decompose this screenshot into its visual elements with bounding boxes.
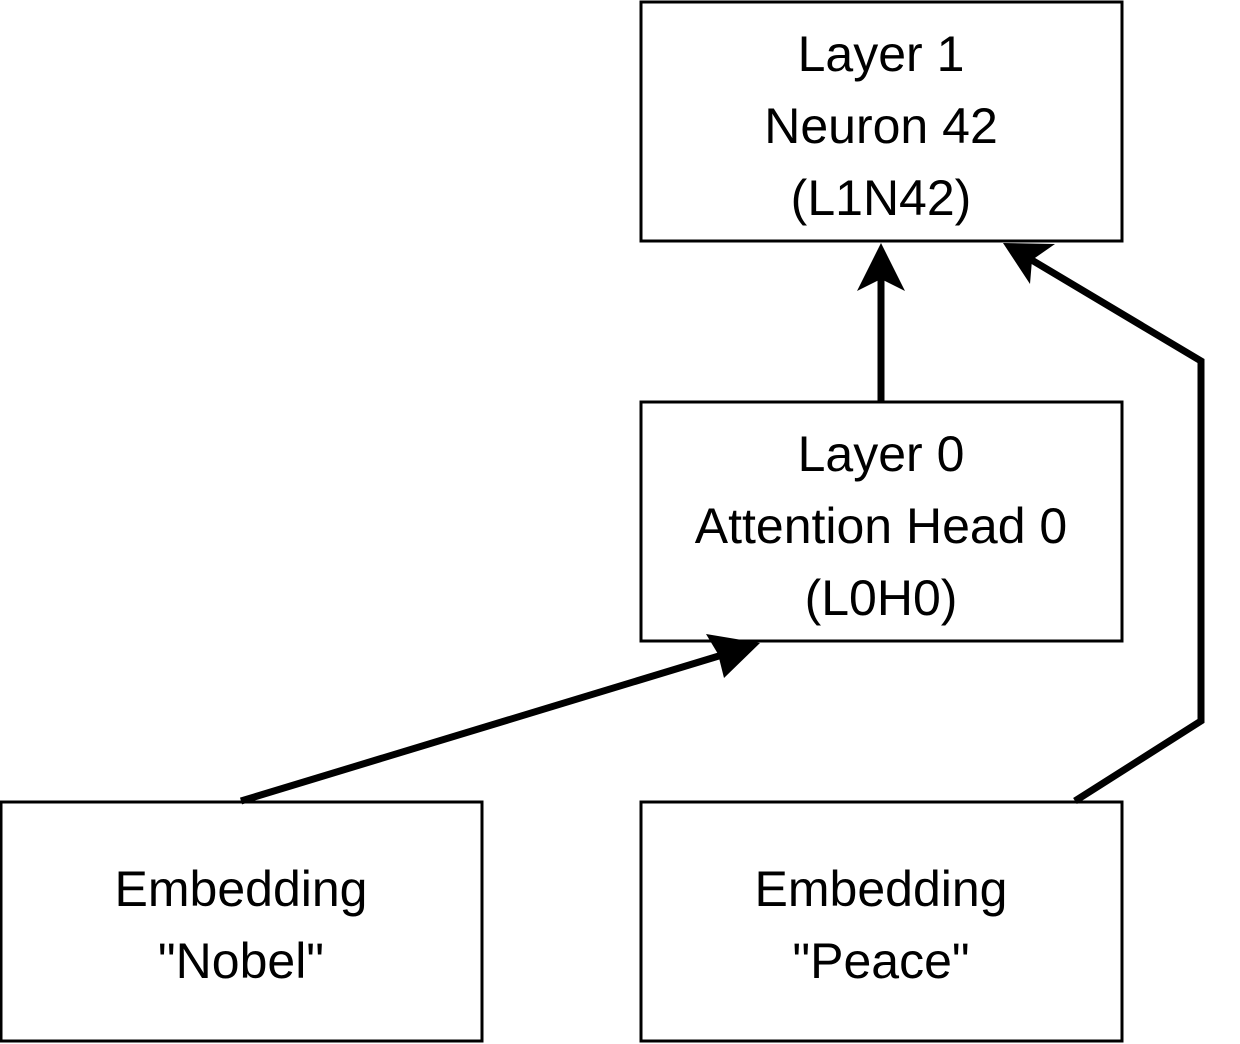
node-l1n42-box <box>639 0 1124 243</box>
node-embed-nobel-box <box>0 800 484 1043</box>
node-l1n42-line2: Neuron 42 <box>764 98 998 154</box>
node-l1n42-line3: (L1N42) <box>791 170 972 226</box>
node-embed-peace-box <box>639 800 1124 1043</box>
node-l1n42: Layer 1 Neuron 42 (L1N42) <box>639 0 1124 243</box>
edge-nobel-to-l0h0-line <box>239 648 734 805</box>
edge-peace-to-l1n42-arrowhead <box>1003 243 1055 284</box>
edge-peace-to-l1n42 <box>1003 243 1205 804</box>
edge-nobel-to-l0h0 <box>239 634 760 805</box>
node-l0h0-line3: (L0H0) <box>805 570 958 626</box>
edge-l0h0-to-l1n42 <box>857 243 905 401</box>
node-embed-nobel: Embedding "Nobel" <box>0 800 484 1043</box>
node-embed-nobel-line1: Embedding <box>115 861 368 917</box>
node-l0h0-box <box>639 400 1124 643</box>
node-l0h0: Layer 0 Attention Head 0 (L0H0) <box>639 400 1124 643</box>
edge-l0h0-to-l1n42-arrowhead <box>857 243 905 291</box>
node-l1n42-line1: Layer 1 <box>798 26 965 82</box>
node-l0h0-line2: Attention Head 0 <box>695 498 1068 554</box>
edge-peace-to-l1n42-line <box>1028 255 1205 804</box>
node-embed-nobel-line2: "Nobel" <box>158 933 324 989</box>
node-l0h0-line1: Layer 0 <box>798 426 965 482</box>
edge-nobel-to-l0h0-arrowhead <box>706 634 760 678</box>
node-embed-peace-line2: "Peace" <box>792 933 969 989</box>
node-embed-peace: Embedding "Peace" <box>639 800 1124 1043</box>
node-embed-peace-line1: Embedding <box>755 861 1008 917</box>
